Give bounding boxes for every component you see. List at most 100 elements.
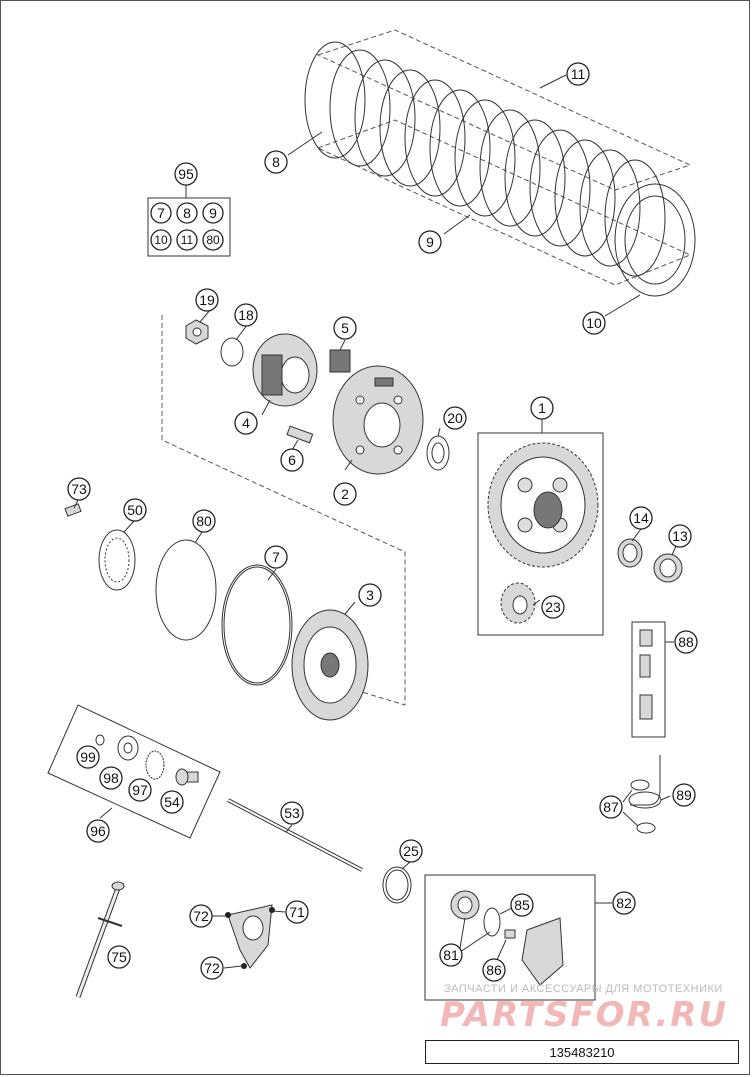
primary-gear-group [477,419,683,636]
washer-98 [117,735,139,761]
kit95-label: 7 [157,205,165,221]
callout-95: 95 [174,162,198,186]
callout-72-top: 72 [189,904,213,928]
callout-54: 54 [160,790,184,814]
callout-label: 87 [603,799,619,815]
watermark-tagline: ЗАПЧАСТИ И АКСЕССУАРЫ ДЛЯ МОТОТЕХНИКИ [444,983,723,995]
callout-82: 82 [612,891,636,915]
callout-label: 2 [341,486,349,502]
kit95-label: 10 [154,233,168,247]
callout-6: 6 [280,448,304,472]
callout-label: 6 [288,452,296,468]
o-ring-7 [221,564,293,686]
callout-label: 88 [678,634,694,650]
callout-85: 85 [510,893,534,917]
clutch-cover-3 [291,601,369,721]
kit-96 [47,704,221,839]
kit95-item-4: 10 [150,229,172,251]
callout-97: 97 [128,778,152,802]
kit-95-box [147,197,231,257]
callout-label: 82 [616,895,632,911]
callout-label: 96 [90,823,106,839]
callout-label: 85 [514,897,530,913]
callout-10: 10 [582,311,606,335]
kit-95 [147,185,231,257]
callout-label: 99 [80,749,96,765]
callout-label: 73 [71,481,87,497]
kit95-label: 80 [206,233,220,247]
watermark-logo: PARTSFOR.RU [440,995,729,1035]
callout-label: 20 [447,410,463,426]
kit95-label: 9 [209,205,217,221]
seal-85 [483,907,501,937]
part-99 [95,734,105,746]
pressure-plate-2 [332,365,424,475]
callout-1: 1 [530,396,554,420]
callout-label: 75 [111,949,127,965]
pin-6 [286,425,314,444]
callout-86: 86 [482,958,506,982]
callout-label: 1 [538,400,546,416]
callout-5: 5 [333,316,357,340]
outer-clutch-items [64,499,369,721]
plate-group-outline-top [316,29,692,191]
kit95-label: 8 [183,205,191,221]
kit95-item-2: 8 [176,202,198,224]
primary-gear-1 [487,442,599,568]
washer-87b [636,822,656,834]
release-lever-71 [212,904,286,969]
callout-label: 80 [196,513,212,529]
washer-87a [630,779,650,791]
clutch-hub-4 [252,333,318,407]
washer-20 [426,435,450,471]
callout-72-bottom: 72 [200,956,224,980]
callout-label: 3 [366,587,374,603]
callout-label: 5 [341,320,349,336]
bearing-5 [329,349,351,373]
callout-20: 20 [443,406,467,430]
callout-96: 96 [86,819,110,843]
spring-50 [98,529,136,591]
callout-label: 98 [103,770,119,786]
callout-80: 80 [192,509,216,533]
document-number-box: 135483210 [425,1040,739,1064]
callout-label: 72 [193,908,209,924]
kit95-item-5: 11 [176,229,198,251]
kit95-item-1: 7 [150,202,172,224]
callout-53: 53 [280,801,304,825]
callout-73: 73 [67,477,91,501]
callout-label: 19 [199,292,215,308]
kit95-label: 11 [181,233,194,247]
disc-80 [155,539,217,641]
callout-label: 95 [178,166,194,182]
callout-88: 88 [674,630,698,654]
callout-label: 13 [672,528,688,544]
callout-label: 53 [284,805,300,821]
callout-75: 75 [107,945,131,969]
screw-73 [64,503,82,517]
callout-25: 25 [399,839,423,863]
callout-8: 8 [264,150,288,174]
slave-cylinder-group-82 [424,874,612,1001]
callout-19: 19 [195,288,219,312]
callout-11: 11 [566,62,590,86]
clutch-plate-stack [287,29,696,317]
callout-label: 8 [272,154,280,170]
callout-label: 11 [571,66,586,82]
callout-23: 23 [541,595,565,619]
spring-86 [504,929,516,939]
kit95-item-6: 80 [202,229,224,251]
banjo-bolt-89 [622,755,671,834]
callout-label: 7 [272,549,280,565]
callout-label: 81 [443,947,459,963]
primary-gear-box [477,432,604,636]
callout-7: 7 [264,545,288,569]
callout-87: 87 [599,795,623,819]
callout-label: 23 [545,599,561,615]
callout-81: 81 [439,943,463,967]
push-rod-53 [227,798,363,872]
callout-label: 18 [238,307,254,323]
callout-label: 9 [426,234,434,250]
